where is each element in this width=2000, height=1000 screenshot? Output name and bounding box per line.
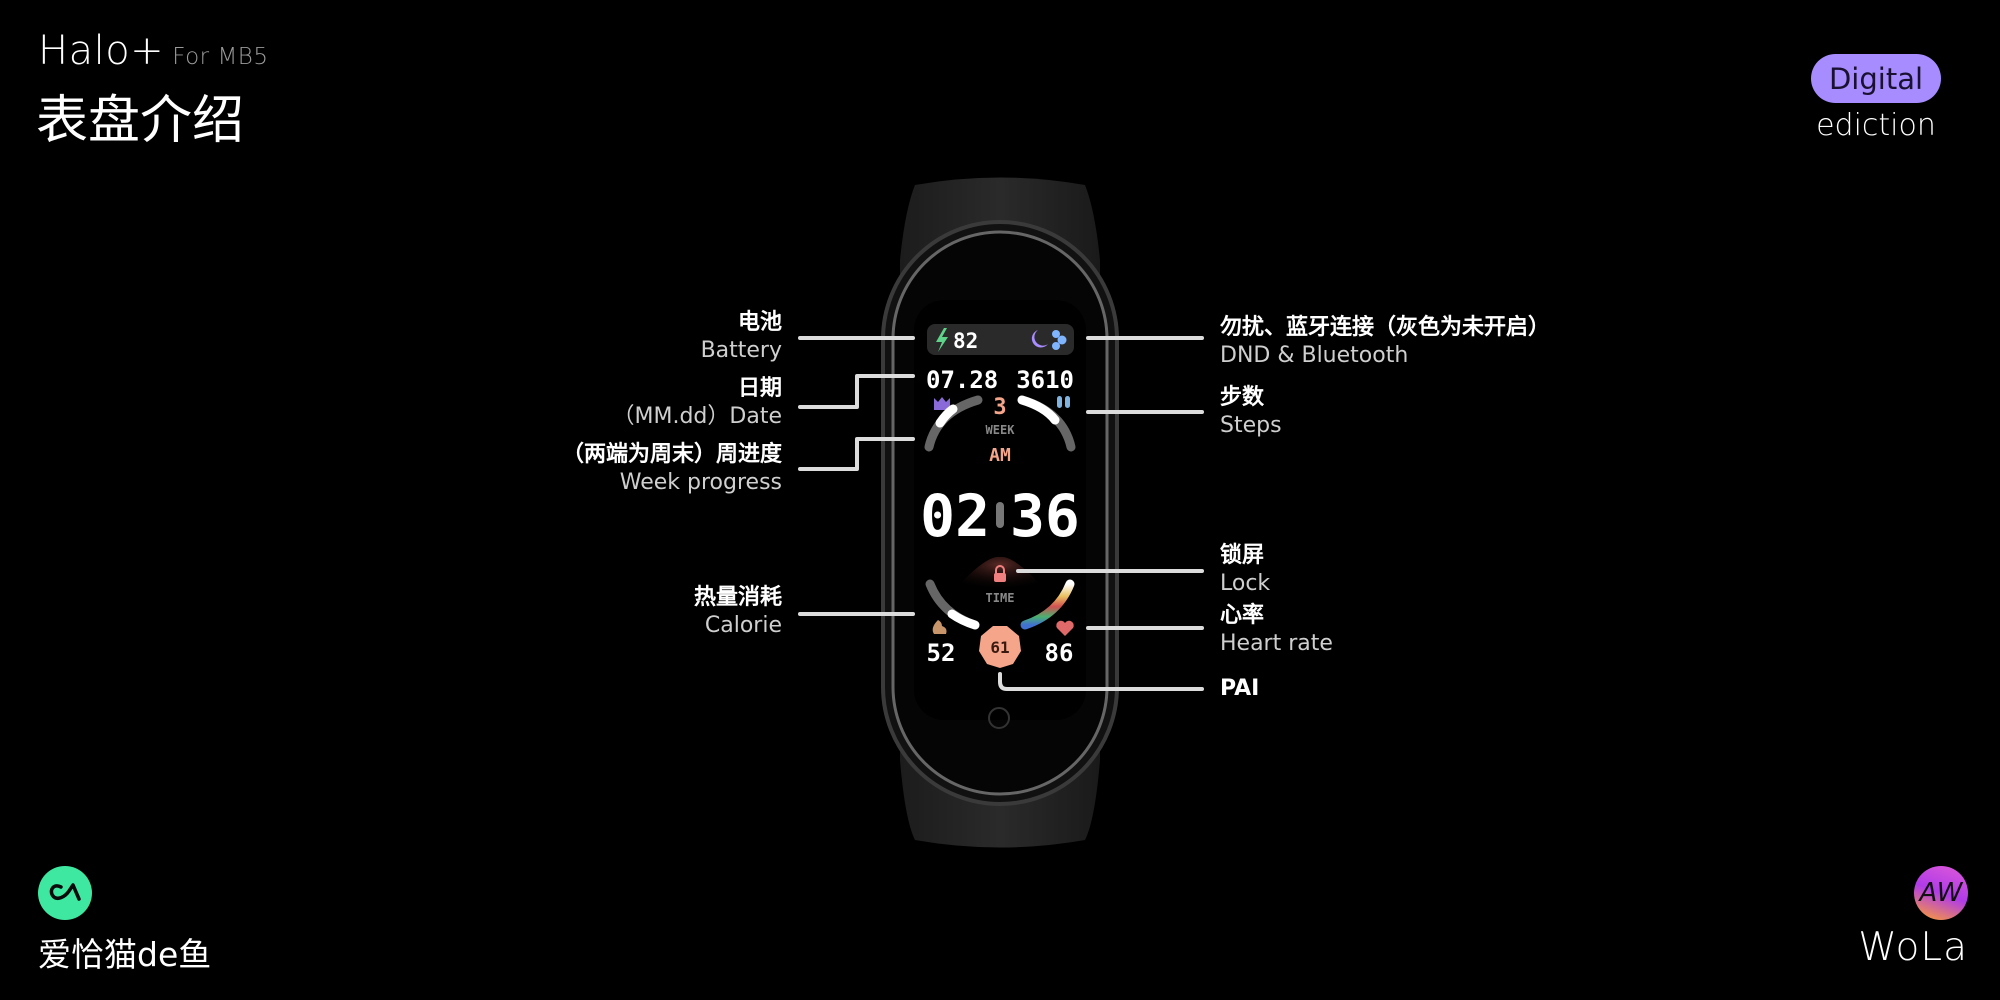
dnd-moon-icon xyxy=(1031,330,1048,348)
label-en: Lock xyxy=(1220,571,1271,596)
page-title: Halo+ For MB5 xyxy=(38,28,269,74)
pai-value: 61 xyxy=(990,638,1009,657)
week-label: WEEK xyxy=(986,423,1016,437)
label-dnd-bluetooth: 勿扰、蓝牙连接（灰色为未开启） DND & Bluetooth xyxy=(1220,314,1550,370)
wola-logo-icon: AW xyxy=(1914,866,1968,920)
lock-icon xyxy=(994,565,1006,582)
week-number: 3 xyxy=(993,395,1006,420)
label-en: Battery xyxy=(700,338,782,363)
heart-icon xyxy=(1056,620,1074,636)
leader-week xyxy=(798,437,915,471)
label-en: Week progress xyxy=(619,470,782,495)
date-value: 07.28 xyxy=(926,366,998,394)
author-name-right: WoLa xyxy=(1858,925,1968,970)
ampm-label: AM xyxy=(989,445,1011,466)
label-lock: 锁屏 Lock xyxy=(1220,542,1270,598)
battery-value: 82 xyxy=(953,329,978,353)
brand-logo-icon xyxy=(38,866,92,920)
week-progress-marker xyxy=(935,404,958,428)
calorie-value: 52 xyxy=(927,639,956,667)
page-title-cn: 表盘介绍 xyxy=(36,91,245,151)
label-cn: 心率 xyxy=(1220,603,1265,628)
edition-label: ediction xyxy=(1816,108,1936,143)
label-en: Calorie xyxy=(704,613,782,638)
label-cn: 勿扰、蓝牙连接（灰色为未开启） xyxy=(1220,315,1551,340)
crown-icon xyxy=(934,397,950,410)
status-bar xyxy=(927,324,1074,355)
label-cn: 热量消耗 xyxy=(693,585,782,610)
label-en: （MM.dd）Date xyxy=(612,404,782,429)
label-date: 日期 （MM.dd）Date xyxy=(613,375,782,431)
time-hours: 02 xyxy=(920,482,990,550)
label-calorie: 热量消耗 Calorie xyxy=(694,584,782,640)
calorie-arc-fill xyxy=(947,609,980,630)
label-steps: 步数 Steps xyxy=(1220,384,1282,440)
label-cn: 日期 xyxy=(737,376,782,401)
edition-badge: Digital xyxy=(1811,54,1941,103)
bluetooth-icon xyxy=(1052,330,1067,350)
label-cn: 步数 xyxy=(1220,385,1265,410)
time-label: TIME xyxy=(986,591,1015,605)
label-en: DND & Bluetooth xyxy=(1220,343,1409,368)
battery-bolt-icon xyxy=(936,328,948,352)
calorie-flame-icon xyxy=(932,620,947,634)
footsteps-icon xyxy=(1057,396,1070,408)
leader-date xyxy=(798,374,915,409)
steps-value: 3610 xyxy=(1016,366,1074,394)
label-en: Steps xyxy=(1220,413,1282,438)
label-heart-rate: 心率 Heart rate xyxy=(1220,602,1333,658)
title-text: Halo+ xyxy=(38,28,165,74)
leader-pai xyxy=(998,672,1204,691)
subtitle: For MB5 xyxy=(172,44,269,70)
time-minutes: 36 xyxy=(1010,482,1080,550)
label-week-progress: （两端为周末）周进度 Week progress xyxy=(562,441,782,497)
author-name-left: 爱恰猫de鱼 xyxy=(38,935,212,974)
label-cn: 锁屏 xyxy=(1220,543,1265,568)
time-separator xyxy=(996,502,1004,528)
home-button xyxy=(988,707,1010,729)
label-cn: 电池 xyxy=(737,310,782,335)
label-pai: PAI xyxy=(1220,675,1259,703)
steps-arc-fill xyxy=(1017,395,1060,425)
label-en: Heart rate xyxy=(1220,631,1333,656)
heart-rate-arc xyxy=(1020,579,1075,630)
label-en: PAI xyxy=(1220,676,1260,701)
pai-badge xyxy=(979,626,1021,668)
label-cn: （两端为周末）周进度 xyxy=(561,442,782,467)
label-battery: 电池 Battery xyxy=(701,309,782,365)
heart-rate-value: 86 xyxy=(1045,639,1074,667)
